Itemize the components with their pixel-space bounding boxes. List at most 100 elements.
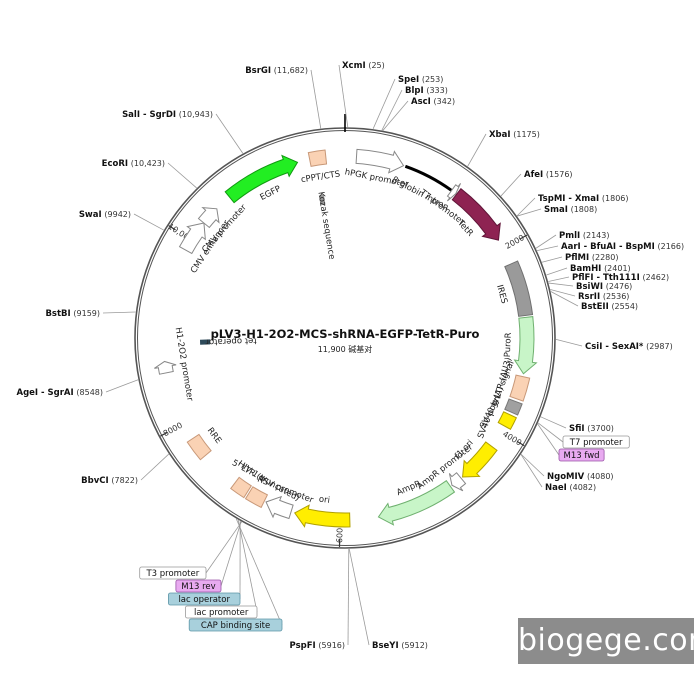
site-position: (1808) <box>571 205 598 214</box>
tick-mark-2000 <box>519 234 528 240</box>
site-label-blpi: BlpI (333) <box>405 86 448 96</box>
tick-label-4000: 4000 <box>501 429 523 447</box>
feature-h1 <box>154 360 177 375</box>
site-name: NgoMIV <box>547 472 585 482</box>
primer-label-t3-promoter: T3 promoter <box>145 569 199 579</box>
feature-cmv-enhancer <box>178 222 206 255</box>
plasmid-title: pLV3-H1-2O2-MCS-shRNA-EGFP-TetR-Puro <box>211 327 480 341</box>
feature-label-ori: ori <box>318 495 330 506</box>
feature-rsv <box>265 495 294 520</box>
site-leader-sali-sgrdi <box>215 113 244 154</box>
feature-ires <box>504 260 534 317</box>
site-leader-bseyi <box>348 548 370 646</box>
primer-label-cap-binding-site: CAP binding site <box>201 621 270 631</box>
site-name: SmaI <box>544 205 568 215</box>
site-label-bseyi: BseYI (5912) <box>372 641 428 651</box>
site-label-pflfi-tth111i: PflFI - Tth111I (2462) <box>572 273 669 283</box>
watermark: biogege.com <box>518 618 700 664</box>
site-leader-aari-bfuai-bspmi <box>536 245 559 251</box>
site-label-naei: NaeI (4082) <box>545 483 596 493</box>
site-label-ngomiv: NgoMIV (4080) <box>547 472 614 482</box>
site-position: (10,423) <box>131 159 165 168</box>
primer-box-cap-binding-site <box>188 618 283 632</box>
site-label-spei: SpeI (253) <box>398 75 443 85</box>
site-position: (25) <box>368 61 384 70</box>
feature-label-ampr: AmpR <box>395 479 422 498</box>
site-name: PflFI - Tth111I <box>572 273 640 283</box>
site-label-xbai: XbaI (1175) <box>489 130 540 140</box>
tick-mark-8000 <box>160 431 168 437</box>
site-label-pspfi: PspFI (5916) <box>289 641 345 651</box>
site-leader-tspmi-xmai <box>516 197 536 217</box>
site-leader-afei <box>500 173 522 197</box>
site-position: (2554) <box>611 302 638 311</box>
feature-label-ires: IRES <box>494 284 509 305</box>
feature-f1ori <box>462 441 498 478</box>
feature-sv40pa <box>504 398 523 416</box>
feature-cppt <box>307 149 328 167</box>
site-leader-bbvci <box>140 453 170 481</box>
site-leader-xcmi <box>338 64 349 128</box>
primer-label-lac-operator: lac operator <box>178 595 230 605</box>
inner-mark-kozak <box>318 194 326 206</box>
site-name: PmlI <box>559 231 580 241</box>
feature-t7-1 <box>446 183 461 202</box>
site-position: (9942) <box>104 210 131 219</box>
site-label-sfii: SfiI (3700) <box>569 424 614 434</box>
site-position: (2462) <box>642 273 669 282</box>
site-name: BseYI <box>372 641 399 651</box>
site-leader-bsrgi <box>310 69 322 129</box>
site-leader-ngomiv <box>520 453 545 477</box>
feature-ltr3 <box>509 374 531 402</box>
site-position: (2987) <box>646 342 673 351</box>
site-leader-csii-sexai <box>555 338 583 347</box>
site-name: XbaI <box>489 130 511 140</box>
site-label-csii-sexai: CsiI - SexAI* (2987) <box>585 342 673 352</box>
site-leader-smai <box>517 208 542 217</box>
site-leader-xbai <box>467 133 487 167</box>
site-position: (1175) <box>513 130 540 139</box>
site-position: (10,943) <box>179 110 213 119</box>
feature-ampr-prom <box>448 472 467 492</box>
primer-label-m13-fwd: M13 fwd <box>564 451 600 461</box>
site-leader-pflfi-tth111i <box>548 276 570 282</box>
primer-leader-lac-promoter <box>237 519 258 613</box>
feature-egfp <box>224 154 299 204</box>
site-name: SpeI <box>398 75 419 85</box>
site-name: TspMI - XmaI <box>538 194 599 204</box>
site-name: BbvCI <box>81 476 109 486</box>
inner-mark-tet-operator <box>199 339 211 345</box>
site-name: BstEII <box>581 302 609 312</box>
site-label-bamhi: BamHI (2401) <box>570 264 631 274</box>
primer-box-m13-rev <box>175 579 222 593</box>
site-label-pmli: PmlI (2143) <box>559 231 609 241</box>
tick-label-6000: 6000 <box>335 523 345 544</box>
site-name: BlpI <box>405 86 424 96</box>
tick-mark-10-000 <box>168 225 176 231</box>
feature-label-rre: RRE <box>205 426 223 446</box>
site-position: (9159) <box>73 309 100 318</box>
site-label-bstbi: BstBI (9159) <box>45 309 100 319</box>
site-position: (11,682) <box>274 66 308 75</box>
site-position: (2280) <box>592 253 619 262</box>
primer-leader-cap-binding-site <box>235 518 283 626</box>
site-leader-rsrii <box>550 289 576 297</box>
site-name: BsiWI <box>576 282 603 292</box>
site-position: (253) <box>422 75 444 84</box>
site-name: CsiI - SexAI* <box>585 342 644 352</box>
site-label-agei-sgrai: AgeI - SgrAI (8548) <box>17 388 104 398</box>
site-label-rsrii: RsrII (2536) <box>578 292 629 302</box>
primer-leader-m13-rev <box>220 521 242 587</box>
site-position: (5912) <box>401 641 428 650</box>
site-name: SalI - SgrDI <box>122 110 176 120</box>
site-name: AscI <box>411 97 431 107</box>
primer-box-lac-operator <box>167 592 241 606</box>
feature-puror <box>513 316 538 375</box>
site-position: (2143) <box>583 231 610 240</box>
primer-label-lac-promoter: lac promoter <box>194 608 249 618</box>
primer-leader-m13-fwd <box>537 423 560 456</box>
site-label-tspmi-xmai: TspMI - XmaI (1806) <box>538 194 629 204</box>
site-position: (2536) <box>603 292 630 301</box>
